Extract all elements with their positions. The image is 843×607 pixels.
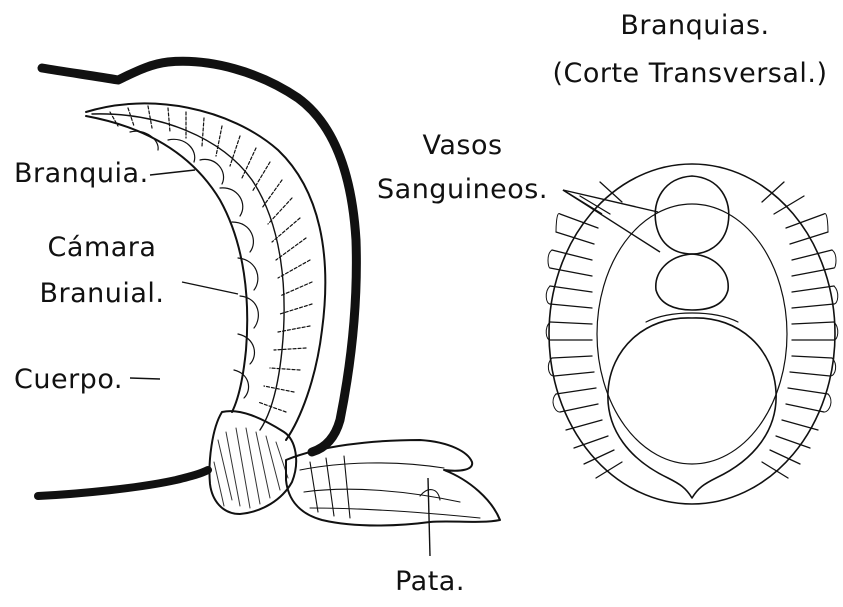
label-vasos-line-1: Vasos: [380, 130, 545, 161]
foot-hatching: [214, 428, 288, 508]
leg-detail: [300, 456, 480, 518]
title-line-2: (Corte Transversal.): [540, 58, 840, 89]
filaments-left: [550, 182, 622, 478]
leader-vasos-3: [563, 190, 602, 214]
label-camara-line-2: Branuial.: [22, 278, 182, 309]
central-lumen: [608, 318, 776, 498]
filament-inner-boundary: [597, 204, 787, 464]
label-pata: Pata.: [370, 566, 490, 597]
leader-cuerpo: [130, 378, 160, 379]
leader-branquia: [150, 170, 195, 175]
middle-blood-vessel: [656, 254, 728, 310]
title-line-1: Branquias.: [590, 10, 800, 41]
label-camara-line-1: Cámara: [22, 232, 182, 263]
label-branquia: Branquia.: [14, 158, 149, 189]
cross-section-illustration: [546, 164, 838, 504]
label-cuerpo: Cuerpo.: [14, 364, 123, 395]
filaments-right: [762, 182, 834, 478]
leader-camara: [182, 282, 238, 294]
chamber-loops: [130, 131, 258, 398]
body-outline: [38, 470, 208, 496]
upper-blood-vessel: [655, 176, 729, 254]
label-vasos-line-2: Sanguineos.: [375, 174, 550, 205]
cross-section-outline: [549, 164, 835, 504]
